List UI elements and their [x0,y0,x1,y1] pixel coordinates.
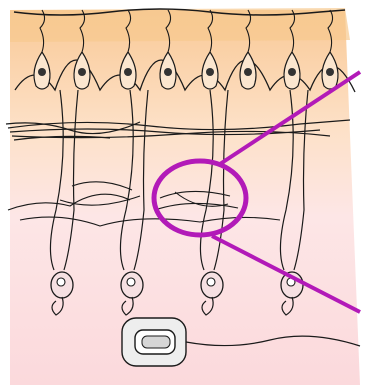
ganglion-nucleus [57,278,65,286]
hair-cell-nucleus [124,68,132,76]
hair-cell-nucleus [78,68,86,76]
hair-cell-nucleus [164,68,172,76]
hair-cell-nucleus [38,68,46,76]
electrode-core [142,336,170,348]
hair-cell-nucleus [244,68,252,76]
hair-cell-nucleus [206,68,214,76]
hair-cell-nucleus [326,68,334,76]
hair-cell-nucleus [288,68,296,76]
ganglion-nucleus [207,278,215,286]
ganglion-nucleus [127,278,135,286]
